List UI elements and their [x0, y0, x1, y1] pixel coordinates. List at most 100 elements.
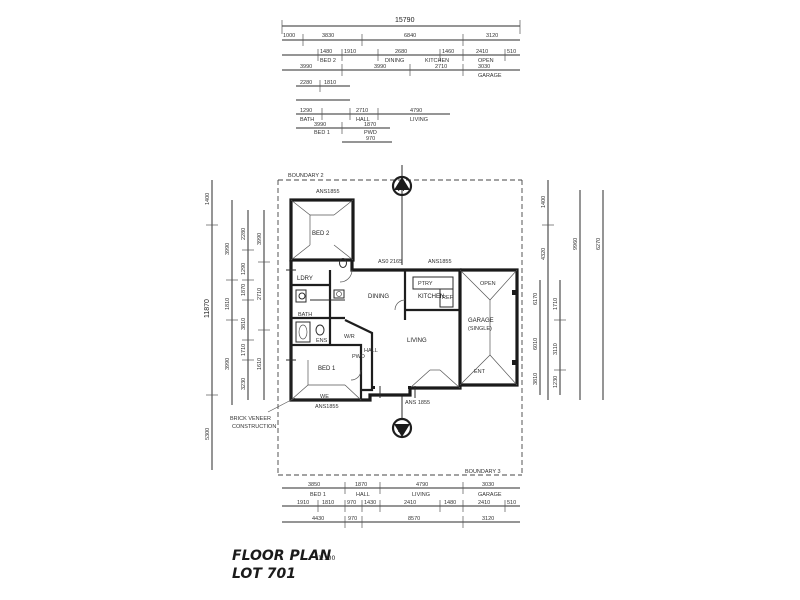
- top-row6-dim-0: 3990: [314, 122, 326, 128]
- top-row2-label-2: KITCHEN: [425, 58, 449, 64]
- top-row2-dim-5: 510: [507, 49, 516, 55]
- bottom-row3-dim-2: 8570: [408, 516, 420, 522]
- room-label-hall: HALL: [364, 348, 378, 354]
- section-marker-bottom-label: A: [398, 425, 405, 435]
- room-label-dining: DINING: [368, 294, 389, 300]
- room-label-pantry: PTRY: [418, 281, 433, 287]
- right-col1-dim-0: 6170: [533, 293, 539, 305]
- bottom-row1-dim-1: 1870: [355, 482, 367, 488]
- plan-title: FLOOR PLAN 1:100 LOT 701: [232, 548, 335, 582]
- left-col2-dim-4: 1710: [241, 344, 247, 356]
- left-col2-dim-3: 3810: [241, 318, 247, 330]
- right-dimension-block: 1400 4320 9960 6270 6170 6010 3810 1710 …: [533, 180, 604, 400]
- room-label-ens: ENS: [316, 338, 328, 344]
- boundary-north-label: BOUNDARY 2: [288, 173, 324, 179]
- room-labels: BED 2 LDRY DINING KITCHEN PTRY REF LIVIN…: [230, 231, 496, 430]
- left-col2-dim-0: 2280: [241, 228, 247, 240]
- bottom-row1-dim-0: 3850: [308, 482, 320, 488]
- title-scale: 1:100: [318, 555, 335, 562]
- top-row5-dim-0: 1290: [300, 108, 312, 114]
- right-outer-dim-2: 9960: [573, 238, 579, 250]
- right-col2-dim-2: 1230: [553, 376, 559, 388]
- top-row2-dim-1: 1910: [344, 49, 356, 55]
- section-marker-top: A: [391, 165, 413, 265]
- top-row3-dim-3: 3030: [478, 64, 490, 70]
- top-row2-label-0: BED 2: [320, 58, 336, 64]
- left-overall-dim: 11870: [204, 299, 211, 318]
- bottom-row1-label-0: BED 1: [310, 492, 326, 498]
- left-col1-dim-1: 1810: [225, 298, 231, 310]
- top-overall-dim: 15790: [395, 17, 415, 24]
- bottom-row1-label-1: HALL: [356, 492, 370, 498]
- top-row6-label-1: PWD: [364, 130, 377, 136]
- room-label-pwd: PWD: [352, 354, 365, 360]
- top-row2-label-3: OPEN: [478, 58, 494, 64]
- room-label-bed1: BED 1: [318, 366, 336, 372]
- top-row5-label-0: BATH: [300, 117, 314, 123]
- bottom-row1-label-2: LIVING: [412, 492, 430, 498]
- top-dimension-block: 15790 1000 3830 6840 3120 1480 1910 2680…: [281, 17, 521, 143]
- left-dimension-block: 1400 11870 5300 3990 1810 3990 2280 1290…: [204, 180, 270, 470]
- top-row1-dim-2: 6840: [404, 33, 416, 39]
- note-we: WE: [320, 394, 329, 400]
- top-row7-dim-0: 970: [366, 136, 375, 142]
- top-row2-dim-3: 1460: [442, 49, 454, 55]
- bottom-dimension-block: 3850 1870 4790 3030 BED 1 HALL LIVING GA…: [282, 482, 520, 528]
- left-col3-dim-1: 2710: [257, 288, 263, 300]
- note-ans-bottom-left: ANS1855: [315, 404, 339, 410]
- left-col3-dim-0: 3990: [257, 233, 263, 245]
- room-label-bed2: BED 2: [312, 231, 330, 237]
- room-label-kitchen: KITCHEN: [418, 294, 444, 300]
- top-row4-dim-0: 2280: [300, 80, 312, 86]
- top-row3-dim-1: 3990: [374, 64, 386, 70]
- bottom-row3-dim-0: 4430: [312, 516, 324, 522]
- top-row5-label-2: LIVING: [410, 117, 428, 123]
- bottom-row2-dim-1: 1810: [322, 500, 334, 506]
- top-row6-label-0: BED 1: [314, 130, 330, 136]
- right-outer-dim-1: 4320: [541, 248, 547, 260]
- left-col2-dim-2: 1870: [241, 284, 247, 296]
- top-row3-dim-2: 2710: [435, 64, 447, 70]
- left-col2-dim-5: 3230: [241, 378, 247, 390]
- note-ans-mid-left: AS0 2165: [378, 259, 402, 265]
- top-row2-label-4: GARAGE: [478, 73, 502, 79]
- room-label-garage-sub: (SINGLE): [468, 326, 492, 332]
- room-label-living: LIVING: [407, 338, 427, 344]
- left-col1-dim-2: 3990: [225, 358, 231, 370]
- top-row1-dim-0: 1000: [283, 33, 295, 39]
- left-col3-dim-2: 1610: [257, 358, 263, 370]
- boundary-south-label: BOUNDARY 3: [465, 469, 501, 475]
- right-col1-dim-2: 3810: [533, 373, 539, 385]
- note-ans-mid-right: ANS1855: [428, 259, 452, 265]
- top-row2-dim-4: 2410: [476, 49, 488, 55]
- top-row2-dim-0: 1480: [320, 49, 332, 55]
- top-row5-label-1: HALL: [356, 117, 370, 123]
- left-col1-dim-0: 3990: [225, 243, 231, 255]
- title-line2: LOT 701: [232, 566, 296, 582]
- note-brick-veneer-1: BRICK VENEER: [230, 416, 271, 422]
- bottom-row2-dim-4: 2410: [404, 500, 416, 506]
- left-outer-dim-0: 1400: [205, 193, 211, 205]
- bottom-row2-dim-5: 1480: [444, 500, 456, 506]
- room-label-wir: W/R: [344, 334, 355, 340]
- top-row1-dim-3: 3120: [486, 33, 498, 39]
- top-row2-dim-2: 2680: [395, 49, 407, 55]
- bottom-row1-dim-2: 4790: [416, 482, 428, 488]
- site-boundary: BOUNDARY 2 BOUNDARY 3 ANS1855: [277, 173, 523, 476]
- ans-top-note: ANS1855: [316, 189, 340, 195]
- title-line1: FLOOR PLAN: [232, 548, 331, 564]
- bottom-row2-dim-6: 2410: [478, 500, 490, 506]
- room-label-open: OPEN: [480, 281, 496, 287]
- bottom-row2-dim-3: 1430: [364, 500, 376, 506]
- right-col2-dim-1: 3110: [553, 343, 559, 355]
- top-row5-dim-2: 4790: [410, 108, 422, 114]
- bottom-row2-dim-0: 1910: [297, 500, 309, 506]
- note-brick-veneer-2: CONSTRUCTION: [232, 424, 276, 430]
- left-col2-dim-1: 1290: [241, 263, 247, 275]
- top-row1-dim-1: 3830: [322, 33, 334, 39]
- note-ans-bottom-right: ANS 1855: [405, 400, 430, 406]
- section-marker-bottom: A: [391, 395, 413, 439]
- top-row3-dim-0: 3990: [300, 64, 312, 70]
- left-outer-dim-1: 5300: [205, 428, 211, 440]
